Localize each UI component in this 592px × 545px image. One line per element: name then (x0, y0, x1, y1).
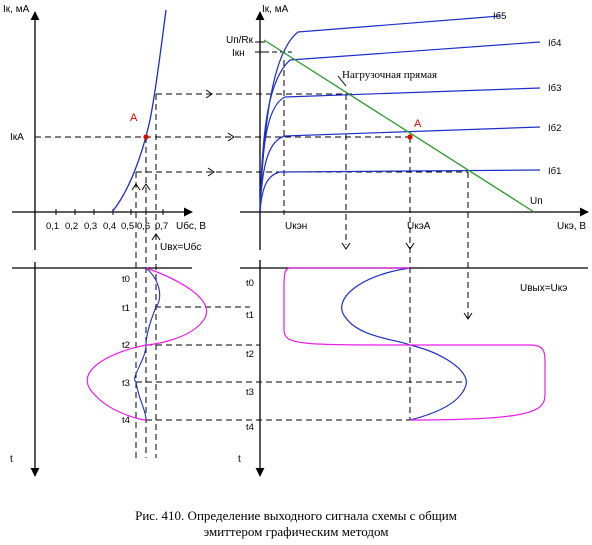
x-tick-label: 0,2 (65, 221, 78, 232)
output-signal-envelope (283, 267, 546, 421)
base-current-label: Iб4 (548, 38, 561, 49)
base-current-label: Iб2 (548, 123, 561, 134)
right-x-axis-label: Uкэ, В (557, 221, 586, 232)
left-x-axis-label: Uбс, В (176, 220, 206, 232)
right-point-label: A (414, 118, 422, 130)
base-current-label: Iб1 (548, 166, 561, 177)
output-characteristic-curves (259, 15, 541, 213)
operating-voltage-label: UкэА (407, 221, 431, 232)
load-line-leader (337, 75, 347, 87)
load-line-label: Нагрузочная прямая (342, 69, 437, 81)
left-time-axis-label: t (10, 454, 13, 465)
left-operating-point (143, 134, 149, 140)
left-point-label: A (130, 112, 138, 124)
right-time-axis-label: t (238, 454, 241, 465)
time-tick-label: t1 (122, 303, 130, 314)
base-current-label: Iб5 (493, 11, 506, 22)
time-tick-label: t4 (122, 415, 130, 426)
x-tick-label: 0,7 (155, 221, 168, 232)
right-y-axis-label: Iк, мА (262, 4, 289, 15)
left-x-ticks (55, 209, 164, 215)
saturation-voltage-label: Uкэн (285, 221, 307, 232)
left-y-axis-label: Iк, мА (3, 4, 30, 15)
x-tick-label: 0,3 (84, 221, 97, 232)
input-current-signal-curve (86, 267, 208, 421)
x-tick-label: 0,4 (103, 221, 116, 232)
left-time-axes (12, 262, 192, 477)
x-tick-label: 0,5 (121, 221, 134, 232)
saturation-current-label: Iкн (232, 48, 245, 59)
input-characteristic-curve (111, 9, 167, 213)
time-tick-label: t0 (246, 278, 254, 289)
supply-voltage-label: Uп (530, 196, 543, 207)
time-tick-label: t1 (246, 310, 254, 321)
figure-caption: Рис. 410. Определение выходного сигнала … (0, 508, 592, 540)
x-tick-label: 0,1 (46, 221, 59, 232)
caption-line-2: эмиттером графическим методом (203, 524, 389, 539)
base-current-label: Iб3 (548, 83, 561, 94)
output-voltage-curve (341, 267, 467, 421)
time-tick-label: t3 (246, 387, 254, 398)
supply-ratio-label: Uп/Rк (226, 35, 254, 46)
time-tick-label: t0 (122, 274, 130, 285)
x-tick-label: 0,6 (137, 221, 150, 232)
right-operating-point (407, 134, 413, 140)
time-tick-label: t3 (122, 378, 130, 389)
output-voltage-label: Uвых=Uкэ (520, 283, 567, 294)
time-tick-label: t2 (122, 340, 130, 351)
caption-line-1: Рис. 410. Определение выходного сигнала … (135, 508, 457, 523)
input-voltage-label: Uвх=Uбс (160, 241, 201, 253)
operating-current-label: IкА (10, 132, 24, 143)
time-tick-label: t2 (246, 349, 254, 360)
projection-lines (35, 60, 469, 458)
left-top-axes (12, 11, 193, 250)
projection-arrows (131, 89, 473, 320)
time-tick-label: t4 (246, 422, 254, 433)
load-line (263, 39, 535, 213)
